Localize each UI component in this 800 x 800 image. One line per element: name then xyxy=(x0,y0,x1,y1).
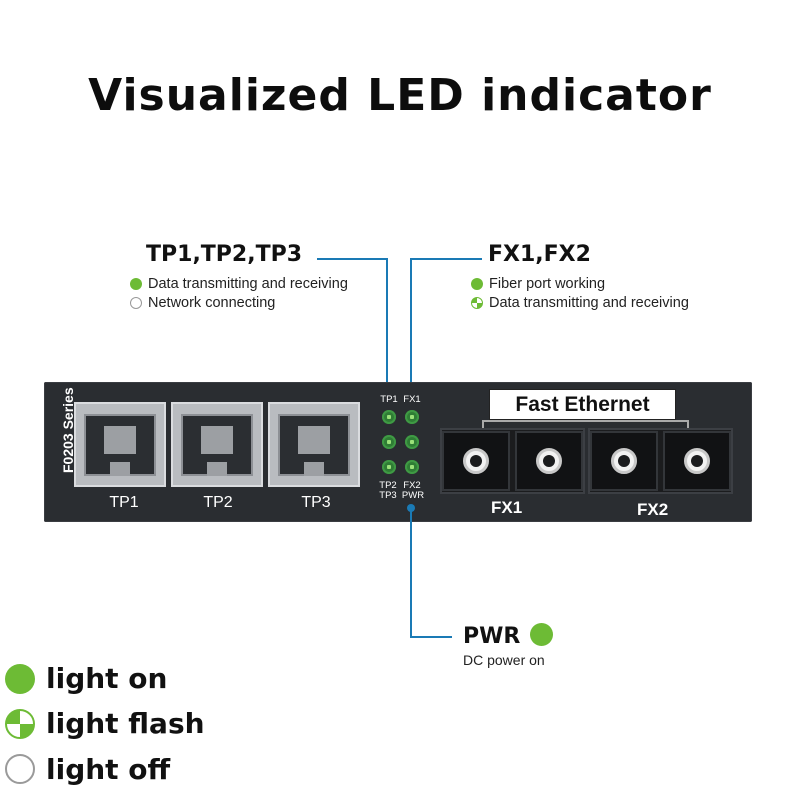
port-label-tp1: TP1 xyxy=(109,494,139,511)
led-label-fx1: FX1 xyxy=(403,394,421,405)
led-on-icon xyxy=(471,278,483,290)
pwr-leader-line-v xyxy=(410,508,412,637)
fiber-ferrule xyxy=(536,448,562,474)
tp-leader-line-v xyxy=(386,258,388,386)
fx-desc-on: Fiber port working xyxy=(471,276,605,292)
legend-off-label: light off xyxy=(46,753,171,786)
fx-leader-line-v xyxy=(410,258,412,386)
legend-flash-icon xyxy=(5,709,35,739)
led-label-tp2: TP2 xyxy=(379,480,397,491)
led-label-tp3: TP3 xyxy=(379,490,397,501)
rj45-port-tp2 xyxy=(171,402,263,487)
pwr-led-on-icon xyxy=(530,623,553,646)
legend-on-icon xyxy=(5,664,35,694)
tp-desc-off: Network connecting xyxy=(130,295,275,311)
tp-desc-off-text: Network connecting xyxy=(148,295,276,311)
fx-desc-on-text: Fiber port working xyxy=(489,276,606,292)
fast-ethernet-label: Fast Ethernet xyxy=(489,389,676,420)
led-flash-icon xyxy=(471,297,483,309)
fx-desc-flash: Data transmitting and receiving xyxy=(471,295,689,311)
port-label-tp2: TP2 xyxy=(203,494,233,511)
tp-desc-on: Data transmitting and receiving xyxy=(130,276,348,292)
rj45-port-tp1 xyxy=(74,402,166,487)
rj45-port-tp3 xyxy=(268,402,360,487)
led-off-icon xyxy=(130,297,142,309)
fx-desc-flash-text: Data transmitting and receiving xyxy=(489,295,689,311)
pwr-desc: DC power on xyxy=(463,652,545,668)
led-fx2 xyxy=(405,435,419,449)
fiber-ferrule xyxy=(463,448,489,474)
legend-flash-label: light flash xyxy=(46,707,205,740)
legend-off-icon xyxy=(5,754,35,784)
fx-leader-line xyxy=(410,258,482,260)
page-title: Visualized LED indicator xyxy=(88,70,712,121)
fiber-label-fx1: FX1 xyxy=(491,498,523,517)
sc-connector xyxy=(663,431,731,491)
fiber-ferrule xyxy=(684,448,710,474)
sc-connector xyxy=(590,431,658,491)
tp-group-title: TP1,TP2,TP3 xyxy=(146,242,303,267)
led-tp3 xyxy=(382,460,396,474)
led-label-tp1: TP1 xyxy=(380,394,398,405)
led-pwr xyxy=(405,460,419,474)
pwr-title: PWR xyxy=(463,624,521,649)
fiber-port-fx1 xyxy=(440,428,585,494)
fx-group-title: FX1,FX2 xyxy=(488,242,591,267)
led-tp2 xyxy=(382,435,396,449)
sc-connector xyxy=(442,431,510,491)
led-tp1 xyxy=(382,410,396,424)
rj45-socket xyxy=(278,414,350,476)
tp-leader-line xyxy=(317,258,387,260)
tp-desc-on-text: Data transmitting and receiving xyxy=(148,276,348,292)
legend-on-label: light on xyxy=(46,662,168,695)
led-label-pwr: PWR xyxy=(401,490,425,501)
led-fx1 xyxy=(405,410,419,424)
pwr-leader-line xyxy=(410,636,452,638)
sc-connector xyxy=(515,431,583,491)
rj45-socket xyxy=(84,414,156,476)
port-label-tp3: TP3 xyxy=(301,494,331,511)
rj45-socket xyxy=(181,414,253,476)
fiber-ferrule xyxy=(611,448,637,474)
fiber-port-fx2 xyxy=(588,428,733,494)
fiber-label-fx2: FX2 xyxy=(637,500,669,519)
led-label-fx2: FX2 xyxy=(403,480,421,491)
led-on-icon xyxy=(130,278,142,290)
